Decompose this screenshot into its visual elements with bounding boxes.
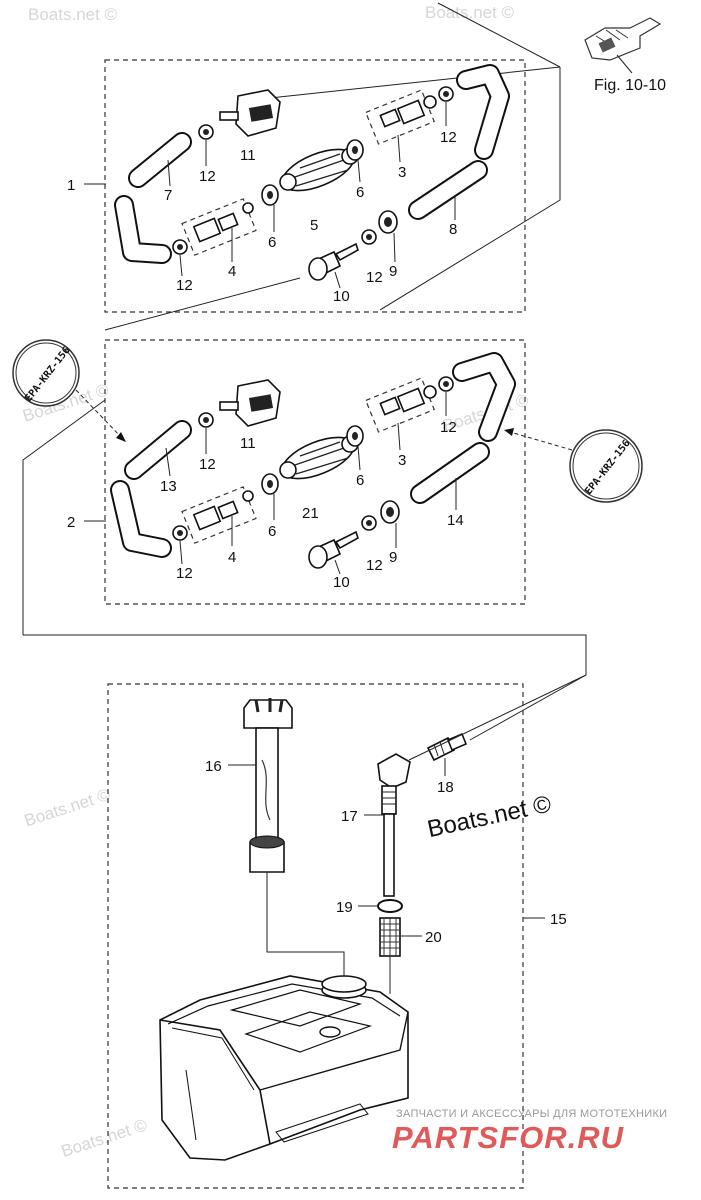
callout-12: 12 [199,168,216,185]
watermark: Boats.net © [22,785,113,831]
footer-tagline: ЗАПЧАСТИ И АКСЕССУАРЫ ДЛЯ МОТОТЕХНИКИ [396,1108,667,1120]
clamp-12 [438,86,454,102]
callout-13: 13 [160,478,177,495]
callout-17: 17 [341,808,358,825]
callout-12: 12 [366,557,383,574]
group-2-label: 2 [67,514,75,531]
frame-link-line [22,399,106,635]
pickup-tube-17 [377,753,411,897]
clamp-12 [172,525,188,541]
washer-6 [261,184,279,206]
callout-3: 3 [398,164,406,181]
fig-reference: Fig. 10-10 [584,17,666,94]
callout-7: 7 [164,187,172,204]
check-valve-4 [181,486,257,544]
group-1-frame [104,59,526,313]
check-valve-3 [365,377,437,433]
footer-branding: ЗАПЧАСТИ И АКСЕССУАРЫ ДЛЯ МОТОТЕХНИКИ PA… [392,1108,667,1155]
clamp-12 [361,229,377,245]
callout-16: 16 [205,758,222,775]
o-ring-19 [377,899,403,913]
nozzle-10 [308,530,359,569]
washer-6 [346,425,364,447]
callout-21: 21 [302,505,319,522]
clamp-12 [361,515,377,531]
connector-11 [219,89,281,137]
callout-12: 12 [440,129,457,146]
clamp-12 [438,376,454,392]
clamp-12 [198,124,214,140]
callout-12: 12 [440,419,457,436]
callout-6: 6 [356,472,364,489]
fuel-gauge-16 [243,698,293,873]
footer-brand-logo: PARTSFOR.RU [392,1120,625,1155]
callout-19: 19 [336,899,353,916]
tank-group-label: 15 [550,911,567,928]
filter-20 [379,917,401,957]
check-valve-3 [365,89,437,145]
washer-6 [346,139,364,161]
callout-10: 10 [333,288,350,305]
fitting-9 [378,210,398,234]
callout-6: 6 [268,234,276,251]
callout-5: 5 [310,217,318,234]
callout-12: 12 [176,565,193,582]
callout-10: 10 [333,574,350,591]
clamp-12 [198,412,214,428]
connector-11 [219,379,281,427]
callout-4: 4 [228,263,236,280]
hose-assembly-group-2: 2 [67,339,526,605]
epa-stamp-right: EPA-KRZ-156 [569,429,643,503]
frame-link-line [23,634,587,741]
quick-connector-icon [584,17,662,61]
callout-6: 6 [268,523,276,540]
fitting-18 [426,732,468,762]
frame-link-line [379,67,561,311]
callout-18: 18 [437,779,454,796]
callout-14: 14 [447,512,464,529]
frame-link-line [437,2,561,68]
fitting-9 [380,500,400,524]
callout-20: 20 [425,929,442,946]
frame-link-line [269,66,561,99]
leader-line [616,54,633,74]
nozzle-10 [308,242,359,281]
check-valve-4 [181,198,257,256]
watermark: Boats.net © [59,1115,150,1161]
callout-12: 12 [176,277,193,294]
washer-6 [261,473,279,495]
frame-link-line [104,277,301,331]
clamp-12 [172,239,188,255]
fuel-tank-15 [159,975,409,1161]
callout-11: 11 [240,435,256,452]
callout-12: 12 [366,269,383,286]
fig-ref-label: Fig. 10-10 [594,77,666,94]
callout-9: 9 [389,549,397,566]
tank-group-frame [107,683,524,1189]
group-1-label: 1 [67,177,75,194]
group-2-frame [104,339,526,605]
callout-8: 8 [449,221,457,238]
callout-9: 9 [389,263,397,280]
watermark: Boats.net © [28,5,118,24]
callout-4: 4 [228,549,236,566]
callout-12: 12 [199,456,216,473]
watermark-main: Boats.net © [425,790,554,843]
callout-6: 6 [356,184,364,201]
fuel-tank-group: 15 16 17 18 19 [107,674,587,1189]
callout-11: 11 [240,147,256,164]
callout-3: 3 [398,452,406,469]
epa-stamp-left: EPA-KRZ-156 [12,339,80,407]
hose-assembly-group-1: 1 [67,59,526,313]
